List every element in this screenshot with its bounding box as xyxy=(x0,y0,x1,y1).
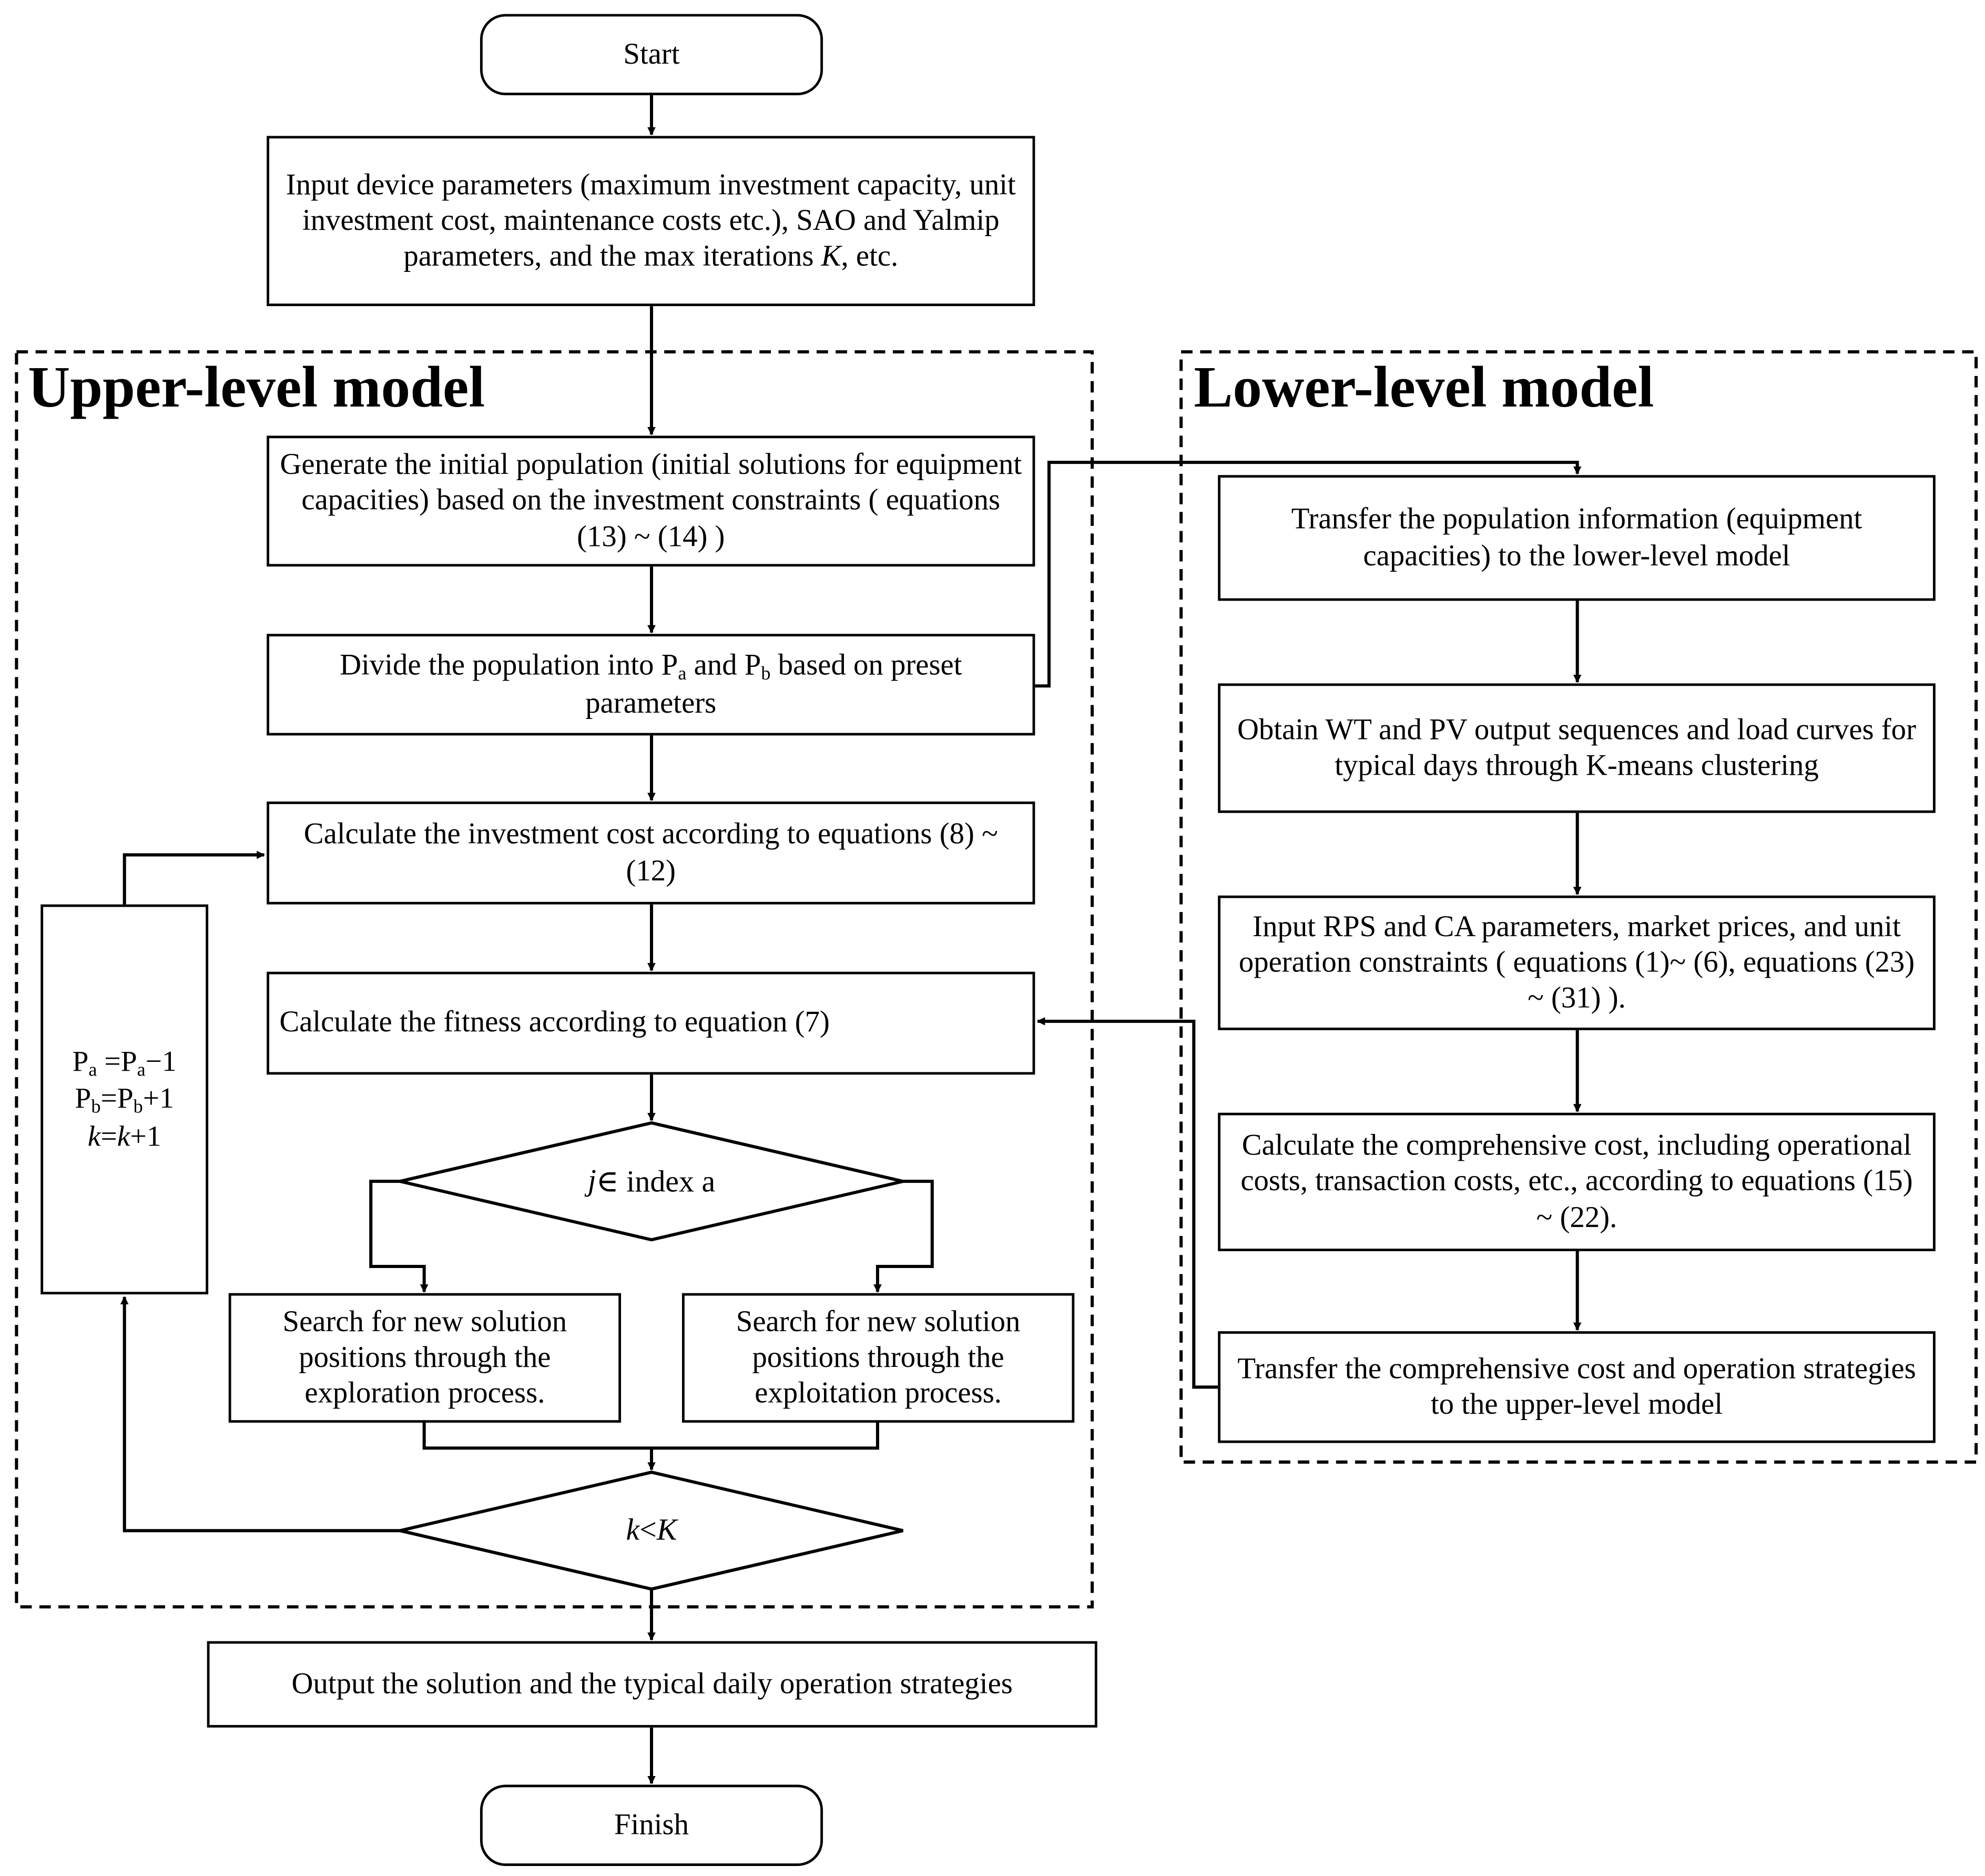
finish-label: Finish xyxy=(614,1809,689,1842)
comprehensive-cost-label: Calculate the comprehensive cost, includ… xyxy=(1240,1129,1913,1234)
kmeans-clustering-box: Obtain WT and PV output sequences and lo… xyxy=(1218,683,1936,813)
counter-pa-update: Pa =Pa−1 xyxy=(72,1045,177,1081)
divide-population-box: Divide the population into Pa and Pb bas… xyxy=(267,634,1035,736)
exploitation-label: Search for new solution positions throug… xyxy=(736,1305,1021,1411)
counter-pb-update: Pb=Pb+1 xyxy=(75,1082,174,1119)
line-exploration-merge xyxy=(422,1423,879,1450)
decision-index-diamond xyxy=(400,1121,903,1242)
decision-iteration-diamond xyxy=(400,1471,903,1591)
upper-level-frame xyxy=(15,350,1094,1609)
fitness-box: Calculate the fitness according to equat… xyxy=(267,971,1035,1075)
arrow-divide-to-lower-level xyxy=(1035,461,1582,688)
upper-level-title: Upper-level model xyxy=(28,354,485,420)
generate-population-box: Generate the initial population (initial… xyxy=(267,435,1035,567)
investment-cost-label: Calculate the investment cost according … xyxy=(303,818,998,888)
exploration-box: Search for new solution positions throug… xyxy=(228,1293,622,1423)
input-rps-label: Input RPS and CA parameters, market pric… xyxy=(1238,910,1915,1015)
transfer-cost-label: Transfer the comprehensive cost and oper… xyxy=(1237,1352,1916,1422)
arrow-decision-to-exploration xyxy=(369,1180,429,1293)
arrow-iteration-to-counter xyxy=(120,1296,400,1533)
generate-population-label: Generate the initial population (initial… xyxy=(280,449,1022,554)
kmeans-clustering-label: Obtain WT and PV output sequences and lo… xyxy=(1237,713,1916,783)
finish-terminal: Finish xyxy=(480,1784,823,1866)
output-solution-label: Output the solution and the typical dail… xyxy=(291,1667,1013,1701)
output-solution-box: Output the solution and the typical dail… xyxy=(207,1641,1097,1728)
comprehensive-cost-box: Calculate the comprehensive cost, includ… xyxy=(1218,1112,1936,1252)
lower-level-title: Lower-level model xyxy=(1194,354,1654,420)
start-terminal: Start xyxy=(480,14,823,96)
input-parameters-box: Input device parameters (maximum investm… xyxy=(267,136,1035,307)
counter-k-update: k=k+1 xyxy=(87,1120,161,1152)
decision-index-label: j∈ index a xyxy=(587,1164,716,1199)
transfer-population-box: Transfer the population information (equ… xyxy=(1218,475,1936,601)
arrow-lower-level-to-fitness xyxy=(1036,1017,1218,1389)
exploration-label: Search for new solution positions throug… xyxy=(282,1305,567,1411)
counter-update-box: Pa =Pa−1 Pb=Pb+1 k=k+1 xyxy=(40,904,209,1295)
fitness-label: Calculate the fitness according to equat… xyxy=(279,1006,830,1040)
arrow-decision-to-exploitation xyxy=(873,1180,934,1293)
input-rps-box: Input RPS and CA parameters, market pric… xyxy=(1218,895,1936,1030)
arrow-counter-to-invest xyxy=(123,850,265,905)
transfer-cost-box: Transfer the comprehensive cost and oper… xyxy=(1218,1331,1936,1443)
transfer-population-label: Transfer the population information (equ… xyxy=(1291,503,1862,573)
exploitation-box: Search for new solution positions throug… xyxy=(681,1293,1075,1423)
start-label: Start xyxy=(623,38,680,72)
divide-population-label: Divide the population into Pa and Pb bas… xyxy=(340,648,962,721)
investment-cost-box: Calculate the investment cost according … xyxy=(267,802,1035,905)
input-parameters-label: Input device parameters (maximum investm… xyxy=(286,168,1016,273)
decision-iteration-label: k < K xyxy=(626,1513,677,1547)
